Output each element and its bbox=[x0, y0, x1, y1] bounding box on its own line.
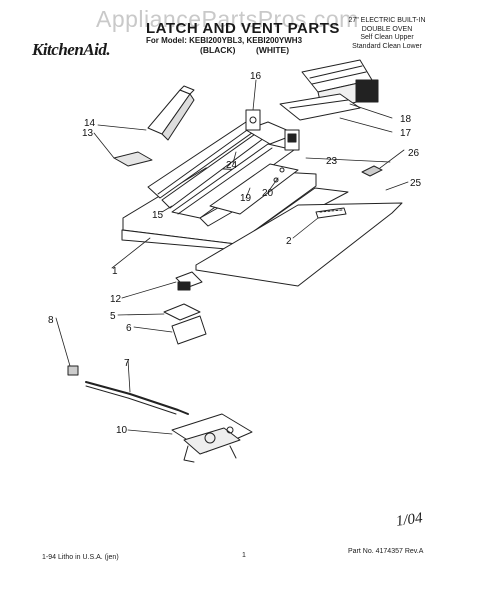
panel-25 bbox=[195, 202, 403, 287]
callout-17: 17 bbox=[400, 128, 412, 139]
footer-litho: 1-94 Litho in U.S.A. (jen) bbox=[42, 554, 119, 561]
footer-part-number: Part No. 4174357 Rev.A bbox=[348, 548, 424, 555]
rail-2 bbox=[315, 207, 347, 219]
brand-logo: KitchenAid. bbox=[32, 40, 111, 59]
callout-16: 16 bbox=[250, 71, 262, 82]
callout-23: 23 bbox=[326, 156, 338, 167]
bracket-6 bbox=[171, 315, 207, 345]
watermark: AppliancePartsPros.com bbox=[96, 6, 359, 32]
finish-black: (BLACK) bbox=[200, 45, 236, 55]
callout-24: 24 bbox=[226, 160, 238, 171]
callout-12: 12 bbox=[110, 294, 122, 305]
description-line: DOUBLE OVEN bbox=[361, 25, 413, 33]
callout-18: 18 bbox=[400, 114, 412, 125]
vent-duct bbox=[209, 163, 299, 215]
mount-plate-17 bbox=[279, 93, 361, 121]
callout-10: 10 bbox=[116, 425, 128, 436]
callout-20: 20 bbox=[262, 188, 274, 199]
callout-2: 2 bbox=[286, 236, 292, 247]
callout-25: 25 bbox=[410, 178, 422, 189]
bracket-16 bbox=[245, 109, 261, 131]
clip-26 bbox=[361, 165, 383, 177]
latch-rod-7 bbox=[85, 381, 189, 415]
callout-7: 7 bbox=[124, 358, 130, 369]
callout-6: 6 bbox=[126, 323, 132, 334]
callout-15: 15 bbox=[152, 210, 164, 221]
footer-page-number: 1 bbox=[242, 552, 246, 559]
plate-13 bbox=[113, 151, 153, 167]
oven-description: 27" ELECTRIC BUILT-IN DOUBLE OVEN Self C… bbox=[342, 17, 432, 51]
callout-13: 13 bbox=[82, 128, 94, 139]
callout-19: 19 bbox=[240, 193, 252, 204]
description-line: Standard Clean Lower bbox=[352, 42, 422, 50]
description-line: 27" ELECTRIC BUILT-IN bbox=[348, 17, 426, 24]
callout-1: 1 bbox=[112, 266, 118, 277]
callout-26: 26 bbox=[408, 148, 420, 159]
callout-5: 5 bbox=[110, 311, 116, 322]
description-line: Self Clean Upper bbox=[360, 34, 414, 41]
callout-8: 8 bbox=[48, 315, 54, 326]
model-line: For Model: KEBI200YBL3, KEBI200YWH3 bbox=[146, 36, 303, 45]
callout-14: 14 bbox=[84, 118, 96, 129]
plate-5 bbox=[163, 303, 201, 321]
page-title: LATCH AND VENT PARTS bbox=[146, 20, 340, 37]
nut-8 bbox=[67, 365, 79, 376]
finish-white: (WHITE) bbox=[256, 45, 290, 55]
